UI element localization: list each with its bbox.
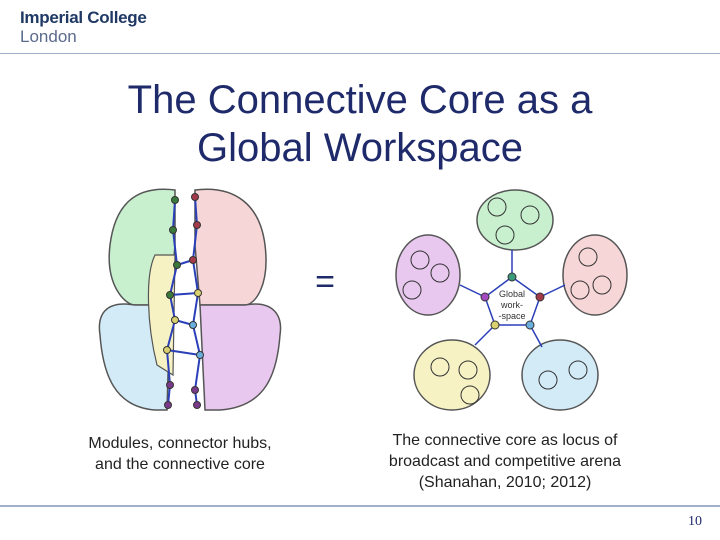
caption-left-line-1: Modules, connector hubs, — [88, 435, 272, 452]
page-number: 10 — [688, 514, 702, 529]
caption-left-line-2: and the connective core — [95, 456, 265, 473]
caption-right: The connective core as locus of broadcas… — [360, 430, 650, 493]
module-yellow — [413, 339, 491, 411]
caption-right-line-2: broadcast and competitive arena — [388, 453, 622, 470]
module-pink — [194, 188, 267, 306]
module-pink — [562, 234, 628, 316]
footer-divider — [0, 505, 720, 507]
logo-line-1: Imperial College — [20, 8, 147, 27]
brain-modules-diagram — [98, 188, 282, 411]
title-line-2: Global Workspace — [196, 126, 524, 170]
imperial-logo: Imperial College London — [20, 8, 147, 46]
header-divider — [0, 53, 720, 54]
caption-right-line-1: The connective core as locus of — [392, 432, 618, 449]
caption-left: Modules, connector hubs, and the connect… — [50, 433, 310, 475]
logo-line-2: London — [20, 27, 77, 46]
caption-right-line-3: (Shanahan, 2010; 2012) — [418, 474, 592, 491]
workspace-label-line-3: -space — [498, 311, 525, 321]
module-green — [476, 189, 554, 251]
module-violet — [395, 234, 461, 316]
workspace-label-line-2: work- — [500, 300, 523, 310]
module-violet — [199, 303, 282, 411]
workspace-pentagon — [484, 276, 541, 326]
workspace-label-line-1: Global — [499, 289, 525, 299]
title-line-1: The Connective Core as a — [127, 78, 593, 122]
global-workspace-diagram: Global work- -space — [395, 189, 628, 411]
equals-sign: = — [315, 263, 335, 301]
module-blue — [521, 339, 599, 411]
header-bar: Imperial College London — [0, 0, 720, 54]
slide-title: The Connective Core as a Global Workspac… — [60, 76, 660, 172]
